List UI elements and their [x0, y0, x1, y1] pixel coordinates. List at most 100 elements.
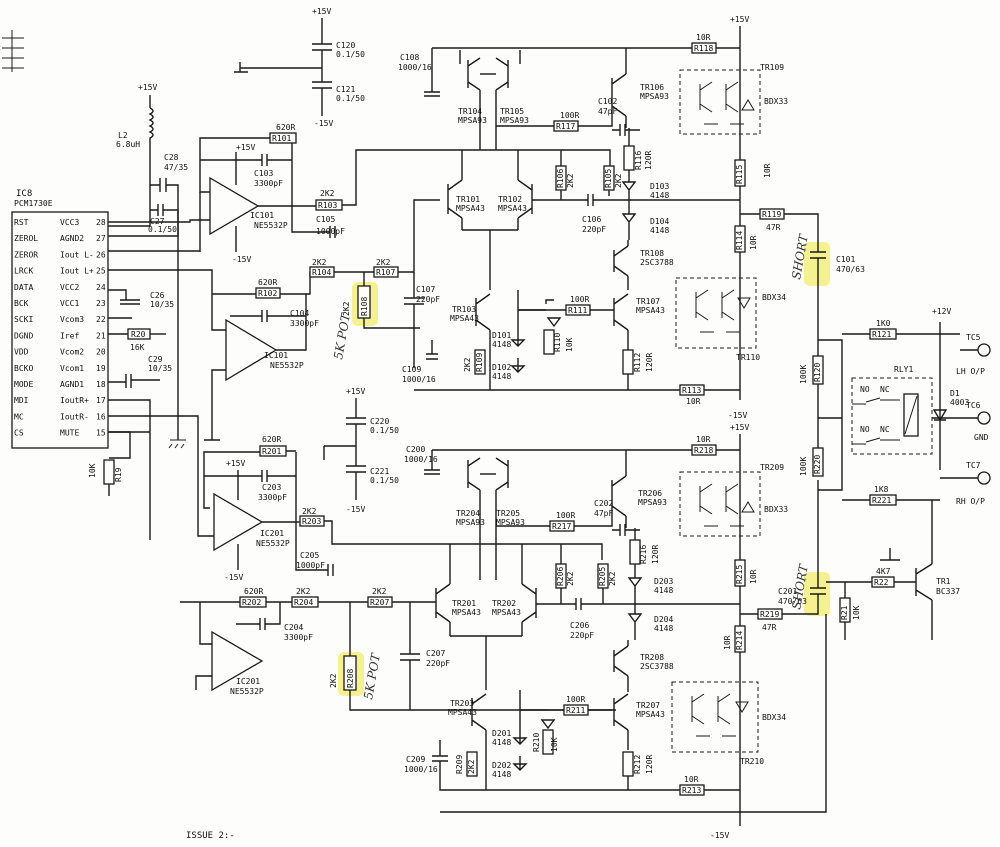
- ic8-pin-number: 20: [96, 348, 106, 357]
- svg-text:R108: R108: [360, 297, 369, 316]
- svg-text:TR103: TR103: [452, 305, 476, 314]
- tr1-driver: R21 10K R22 4K7 TR1 BC337: [826, 500, 960, 640]
- ic8-pin-name: Iout L-: [60, 250, 94, 259]
- svg-text:R202: R202: [242, 598, 261, 607]
- svg-text:220pF: 220pF: [426, 659, 450, 668]
- svg-text:D102: D102: [492, 363, 511, 372]
- ic8-pin-number: 26: [96, 250, 106, 259]
- svg-text:5K POT: 5K POT: [361, 651, 383, 700]
- svg-text:-15V: -15V: [346, 505, 365, 514]
- svg-text:NE5532P: NE5532P: [230, 687, 264, 696]
- ic8-pin-name: VCC2: [60, 283, 79, 292]
- tr203-stage: TR203 MPSA43 R209 2K2 D201 4148 D202 414…: [448, 690, 612, 790]
- svg-text:R110: R110: [553, 333, 562, 352]
- svg-text:TR110: TR110: [736, 353, 760, 362]
- svg-text:C209: C209: [406, 755, 425, 764]
- svg-text:R201: R201: [262, 447, 281, 456]
- rail-ch2: +15V R215 10R R214 10R -15V R219 47R C20…: [440, 423, 827, 840]
- ic8-left-pin: DGND: [14, 331, 33, 340]
- ic8-pin-name: VCC3: [60, 218, 79, 227]
- svg-text:2K2: 2K2: [614, 173, 623, 188]
- ic8-pin-number: 24: [96, 283, 106, 292]
- svg-text:R208: R208: [346, 669, 355, 688]
- svg-text:NE5532P: NE5532P: [270, 361, 304, 370]
- svg-text:NC: NC: [880, 385, 890, 394]
- svg-text:R116: R116: [634, 151, 643, 170]
- svg-text:2SC3788: 2SC3788: [640, 258, 674, 267]
- svg-text:0.1/50: 0.1/50: [148, 225, 177, 234]
- svg-text:TR105: TR105: [500, 107, 524, 116]
- svg-text:R207: R207: [370, 598, 389, 607]
- svg-text:C203: C203: [262, 483, 281, 492]
- ic201-first-stage: IC201 NE5532P +15V -15V R201 620R C203 3…: [108, 399, 603, 582]
- svg-text:R219: R219: [760, 610, 779, 619]
- cropped-connector: [2, 30, 24, 72]
- ic8-pin-name: VCC1: [60, 299, 79, 308]
- svg-text:+15V: +15V: [226, 459, 245, 468]
- svg-text:R19: R19: [114, 467, 123, 482]
- ic8-left-pin: MC: [14, 412, 24, 421]
- svg-text:R117: R117: [556, 122, 575, 131]
- svg-text:100R: 100R: [570, 295, 589, 304]
- ic8-pin-number: 27: [96, 234, 106, 243]
- svg-text:4148: 4148: [650, 226, 669, 235]
- svg-text:4148: 4148: [492, 738, 511, 747]
- svg-text:620R: 620R: [276, 123, 295, 132]
- svg-text:+15V: +15V: [236, 143, 255, 152]
- ic8-left-pin: SCKI: [14, 315, 33, 324]
- svg-text:RH O/P: RH O/P: [956, 497, 985, 506]
- ic8-pin-number: 28: [96, 218, 106, 227]
- svg-text:TR201: TR201: [452, 599, 476, 608]
- svg-text:MPSA93: MPSA93: [458, 116, 487, 125]
- svg-text:C105: C105: [316, 215, 335, 224]
- svg-text:R211: R211: [566, 706, 585, 715]
- svg-text:100R: 100R: [556, 511, 575, 520]
- ic8-left-pin: DATA: [14, 283, 33, 292]
- ic8-pin-number: 19: [96, 364, 106, 373]
- svg-text:MPSA93: MPSA93: [638, 498, 667, 507]
- ic8-pin-name: Vcom3: [60, 315, 84, 324]
- svg-text:C202: C202: [594, 499, 613, 508]
- svg-text:NE5532P: NE5532P: [254, 221, 288, 230]
- svg-text:-15V: -15V: [728, 411, 747, 420]
- svg-text:1K8: 1K8: [874, 485, 889, 494]
- svg-text:100R: 100R: [560, 111, 579, 120]
- svg-text:+15V: +15V: [312, 7, 331, 16]
- svg-text:C104: C104: [290, 309, 309, 318]
- svg-text:C207: C207: [426, 649, 445, 658]
- svg-text:TR204: TR204: [456, 509, 480, 518]
- svg-text:MPSA93: MPSA93: [640, 92, 669, 101]
- svg-text:2K2: 2K2: [608, 571, 617, 586]
- svg-text:C101: C101: [836, 255, 855, 264]
- svg-text:R106: R106: [556, 169, 565, 188]
- svg-text:C26: C26: [150, 291, 165, 300]
- svg-text:620R: 620R: [244, 587, 263, 596]
- svg-text:4003: 4003: [950, 398, 969, 407]
- svg-text:R213: R213: [682, 786, 701, 795]
- svg-text:47R: 47R: [766, 223, 781, 232]
- output-terminals: TC5 LH O/P TC6 GND TC7 RH O/P: [956, 333, 991, 506]
- ic101-second-stage: IC101 NE5532P R102 620R C104 3300pF R104…: [108, 199, 440, 441]
- svg-text:R214: R214: [735, 631, 744, 650]
- svg-text:D202: D202: [492, 761, 511, 770]
- svg-text:3300pF: 3300pF: [284, 633, 313, 642]
- svg-text:10K: 10K: [852, 605, 861, 620]
- svg-text:C102: C102: [598, 97, 617, 106]
- svg-text:1000/16: 1000/16: [398, 63, 432, 72]
- svg-text:1000/16: 1000/16: [404, 455, 438, 464]
- svg-text:MPSA93: MPSA93: [496, 518, 525, 527]
- svg-text:2K2: 2K2: [312, 258, 327, 267]
- svg-text:3300pF: 3300pF: [258, 493, 287, 502]
- svg-text:MPSA93: MPSA93: [500, 116, 529, 125]
- ic8-pin-name: Iout L+: [60, 267, 94, 276]
- svg-text:5K POT: 5K POT: [331, 311, 353, 360]
- ic8-left-pin: BCK: [14, 299, 29, 308]
- svg-text:4K7: 4K7: [876, 567, 891, 576]
- ic8-left-pin: BCKO: [14, 364, 33, 373]
- svg-text:10/35: 10/35: [148, 364, 172, 373]
- ic8-support: C26 10/35 R20 16K C29 10/35 10K R19: [88, 289, 174, 496]
- svg-text:3300pF: 3300pF: [290, 319, 319, 328]
- ic201-second-stage: IC201 NE5532P R202 620R R204 2K2 R207 2K…: [108, 431, 436, 696]
- svg-text:R103: R103: [318, 201, 337, 210]
- svg-text:R104: R104: [312, 268, 331, 277]
